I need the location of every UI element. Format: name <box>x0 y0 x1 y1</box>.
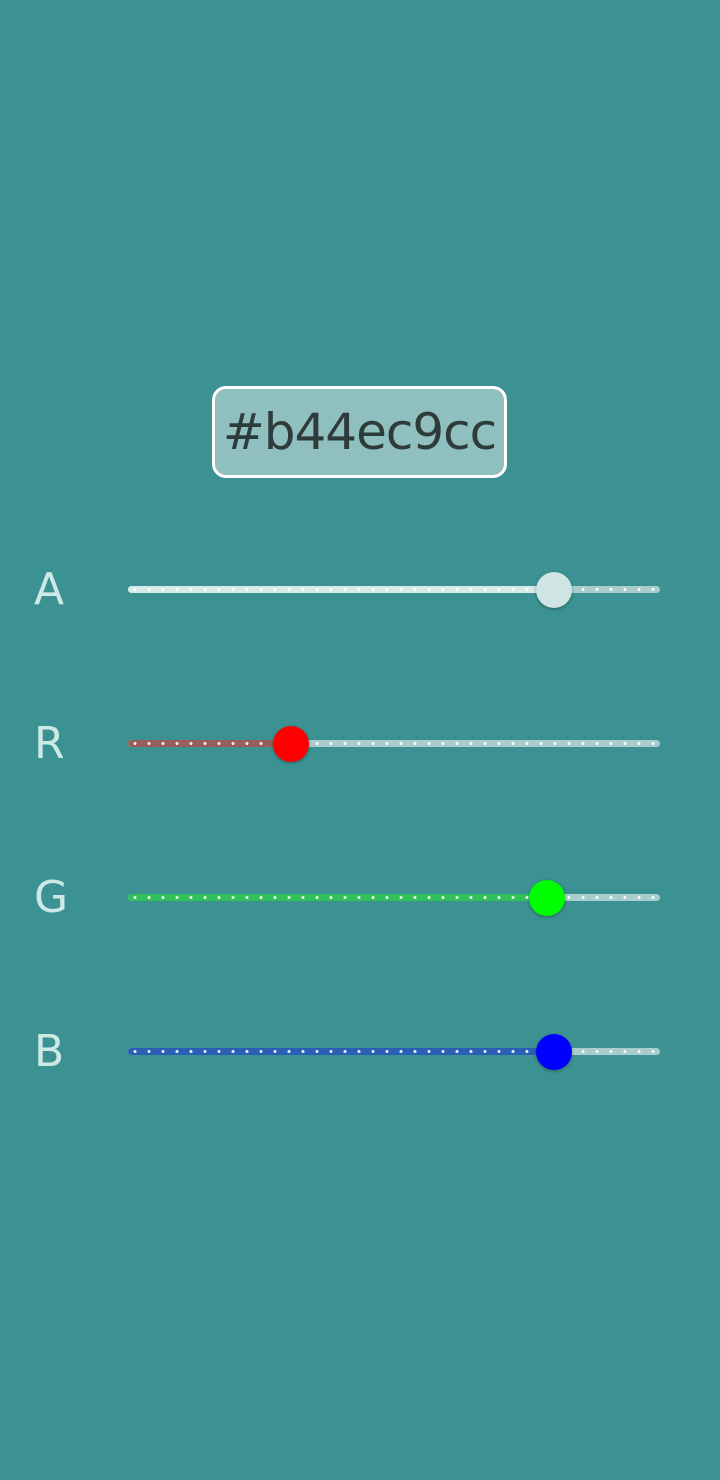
red-slider-fill <box>128 740 291 747</box>
hex-color-display[interactable]: #b44ec9cc <box>212 386 507 478</box>
red-slider-row: R <box>0 714 720 774</box>
red-slider-track[interactable] <box>128 740 660 747</box>
alpha-label: A <box>34 564 65 615</box>
alpha-slider-row: A <box>0 560 720 620</box>
green-slider-fill <box>128 894 547 901</box>
green-slider[interactable] <box>128 868 660 928</box>
blue-slider-row: B <box>0 1022 720 1082</box>
blue-slider[interactable] <box>128 1022 660 1082</box>
green-slider-thumb[interactable] <box>529 880 565 916</box>
red-slider-thumb[interactable] <box>273 726 309 762</box>
blue-slider-fill <box>128 1048 554 1055</box>
hex-color-text: #b44ec9cc <box>222 403 497 461</box>
blue-slider-thumb[interactable] <box>536 1034 572 1070</box>
green-label: G <box>34 872 69 923</box>
alpha-slider[interactable] <box>128 560 660 620</box>
blue-label: B <box>34 1026 65 1077</box>
alpha-slider-thumb[interactable] <box>536 572 572 608</box>
red-slider[interactable] <box>128 714 660 774</box>
red-label: R <box>34 718 65 769</box>
alpha-slider-fill <box>128 586 554 593</box>
green-slider-row: G <box>0 868 720 928</box>
